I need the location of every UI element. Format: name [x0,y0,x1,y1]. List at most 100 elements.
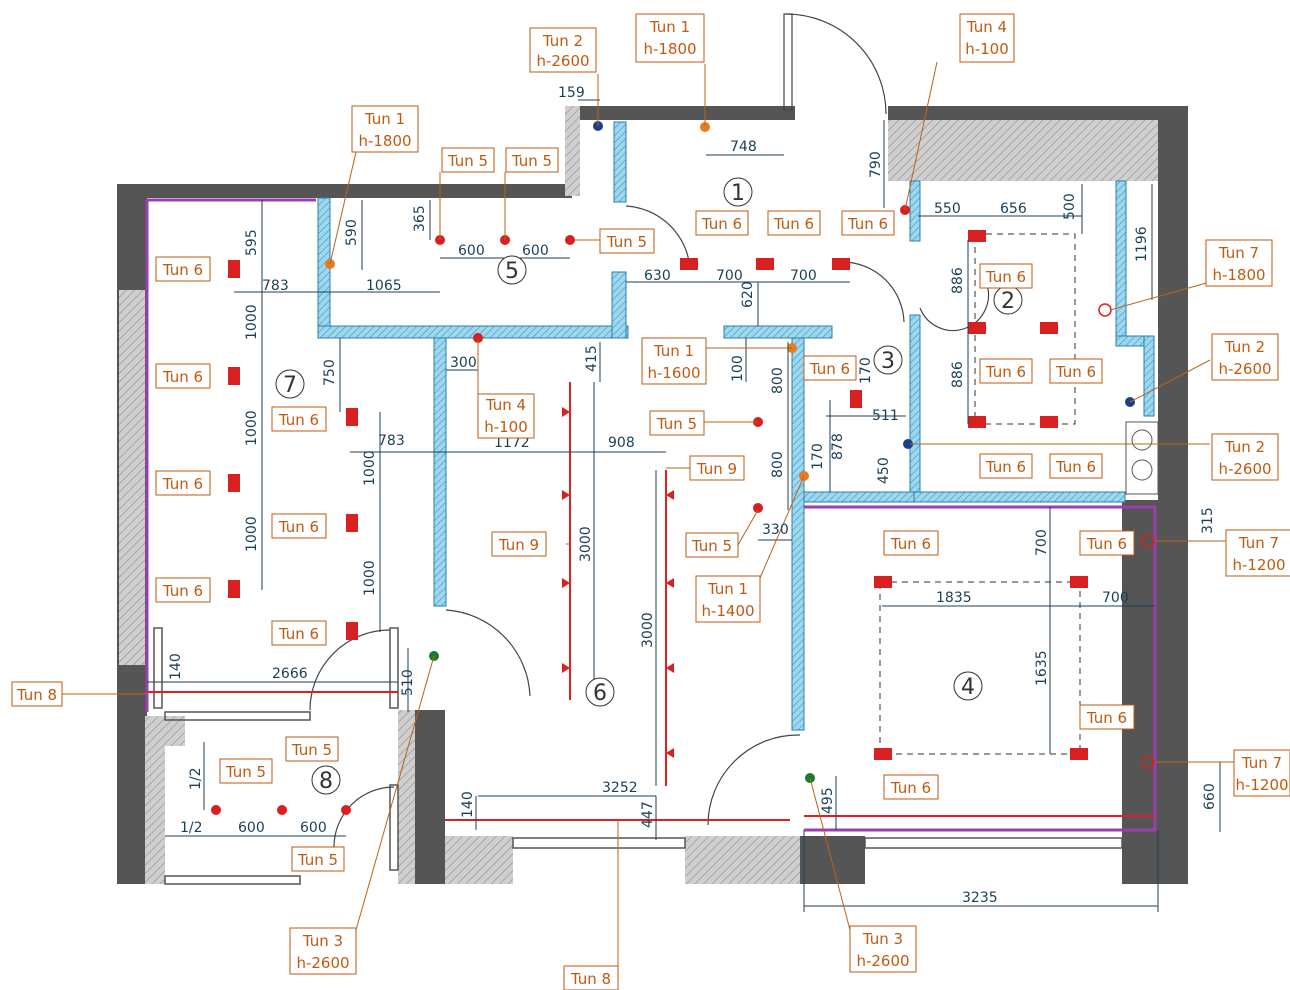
device-label: Tun 6 [1055,458,1096,476]
device-labels [11,13,1290,990]
dim-label: 1000 [362,560,378,596]
dim-label: 590 [344,219,360,246]
device-label: h-1600 [647,364,700,382]
device-label: Tun 9 [498,536,539,554]
device-label: Tun 6 [890,535,931,553]
device-label: h-1200 [1235,776,1288,794]
device-label: Tun 1 [707,580,748,598]
device-label-texts: Tun 1 h-1800 Tun 2 h-2600 Tun 4 h-100 Tu… [16,18,1289,988]
device-label: h-2600 [1218,460,1271,478]
dim-label: 748 [730,139,757,155]
device-label: Tun 6 [162,582,203,600]
device-label: Tun 1 [364,110,405,128]
device-label: Tun 6 [278,518,319,536]
device-label: Tun 5 [691,537,732,555]
room-markers: 1 2 3 4 5 6 7 8 [275,177,1023,795]
device-label: Tun 6 [162,475,203,493]
dim-label: 1000 [244,304,260,340]
interior-partitions [317,121,1155,731]
device-label: Tun 6 [809,360,850,378]
device-label: Tun 8 [570,970,611,988]
device-label: Tun 2 [1224,438,1265,456]
device-label: Tun 5 [511,152,552,170]
device-label: Tun 4 [485,396,526,414]
dim-label: 908 [608,435,635,451]
dim-label: 511 [872,408,899,424]
device-label: h-2600 [856,952,909,970]
device-label: Tun 2 [1224,338,1265,356]
device-label: Tun 6 [1086,709,1127,727]
dimension-texts: 159 748 790 550 656 500 1196 595 590 365… [168,85,1218,906]
dim-label: 630 [644,268,671,284]
dim-label: 1000 [244,516,260,552]
device-label: Tun 6 [278,411,319,429]
dim-label: 1065 [366,278,402,294]
dim-label: 700 [716,268,743,284]
dimension-lines [147,99,1221,912]
dim-label: 300 [450,355,477,371]
device-label: Tun 1 [649,18,690,36]
dim-label: 783 [262,278,289,294]
room-number-8: 8 [319,769,333,794]
device-label: h-1800 [358,132,411,150]
device-label: Tun 6 [1055,363,1096,381]
device-label: Tun 7 [1241,754,1282,772]
dim-label: 170 [810,443,826,470]
dim-label: 415 [584,345,600,372]
leader-lines [62,61,1234,966]
dim-label: 800 [770,367,786,394]
device-label: Tun 3 [862,930,903,948]
device-label: Tun 6 [162,261,203,279]
device-label: h-2600 [536,52,589,70]
exterior-walls [117,106,1188,884]
dim-label: 790 [868,151,884,178]
dim-label: 1/2 [188,767,204,790]
dim-label: 3252 [602,780,638,796]
dim-label: 620 [740,281,756,308]
device-label: h-2600 [296,954,349,972]
device-label: Tun 6 [985,363,1026,381]
doors [309,13,990,848]
dim-label: 600 [238,820,265,836]
dim-label: 1000 [362,450,378,486]
dim-label: 800 [770,451,786,478]
dim-label: 170 [858,357,874,384]
dim-label: 510 [400,669,416,696]
dim-label: 140 [168,653,184,680]
device-label: Tun 6 [278,625,319,643]
device-label: Tun 6 [985,458,1026,476]
device-label: Tun 6 [773,215,814,233]
dim-label: 700 [1102,590,1129,606]
device-label: h-1400 [701,602,754,620]
room-number-4: 4 [961,675,975,700]
dim-label: 1172 [494,435,530,451]
dim-label: 700 [790,268,817,284]
device-label: Tun 9 [696,460,737,478]
dim-label: 783 [378,433,405,449]
dim-label: 3235 [962,890,998,906]
room-number-5: 5 [505,259,519,284]
dim-label: 750 [322,359,338,386]
devices [211,121,1159,815]
room-number-2: 2 [1001,289,1015,314]
dim-label: 886 [950,267,966,294]
dim-label: 495 [820,787,836,814]
dim-label: 100 [730,355,746,382]
dim-label: 330 [762,522,789,538]
room-number-6: 6 [593,681,607,706]
device-label: Tun 5 [225,763,266,781]
dim-label: 886 [950,361,966,388]
dim-label: 1000 [244,410,260,446]
device-label: h-100 [965,40,1009,58]
device-label: h-1200 [1232,556,1285,574]
dim-label: 450 [876,457,892,484]
windows [153,627,1123,885]
dim-label: 600 [300,820,327,836]
device-label: h-1800 [643,40,696,58]
device-label: Tun 8 [16,686,57,704]
device-label: Tun 6 [162,368,203,386]
dim-label: 550 [934,201,961,217]
device-label: Tun 5 [291,741,332,759]
dim-label: 3000 [640,612,656,648]
